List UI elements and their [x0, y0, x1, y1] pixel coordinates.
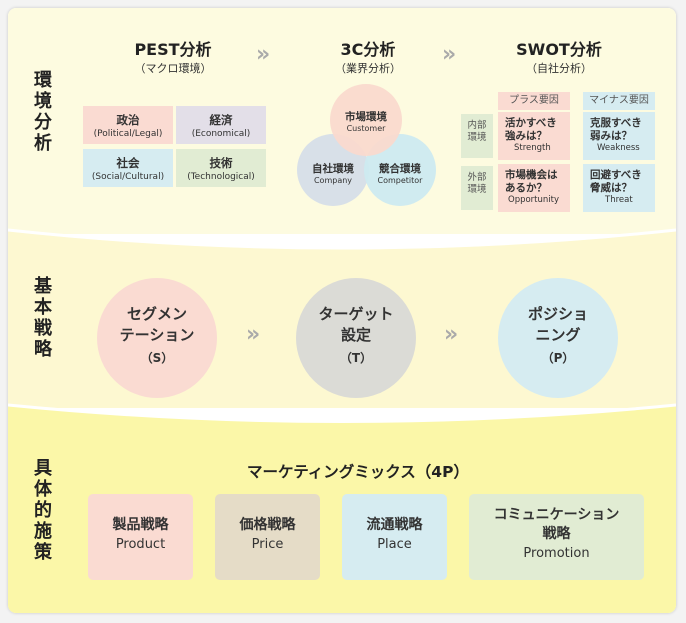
swot-cell-label: 市場機会は あるか？ — [505, 169, 558, 194]
swot-title: SWOT分析 — [516, 40, 602, 59]
side-char: 基 — [34, 276, 52, 297]
pest-cell-social: 社会 (Social/Cultural) — [83, 149, 173, 187]
swot-cell-strength: 活かすべき 強みは？ Strength — [498, 112, 570, 160]
circle-abbr: （T） — [339, 351, 373, 365]
swot-cell-english: Threat — [605, 195, 633, 205]
side-label-basic-strategy: 基 本 戦 略 — [32, 276, 54, 360]
diagram-frame: 環 境 分 析 基 本 戦 略 具 体 的 施 策 PEST分析 （マクロ環境）… — [8, 8, 676, 613]
side-char: 本 — [34, 297, 52, 318]
swot-cell-english: Weakness — [597, 143, 640, 153]
pest-cell-label: 経済 — [209, 113, 233, 127]
mix-label: 価格戦略 — [239, 517, 296, 533]
side-char: 的 — [34, 500, 52, 521]
swot-cell-label: 克服すべき 弱みは？ — [590, 117, 642, 142]
swot-cell-opportunity: 市場機会は あるか？ Opportunity — [498, 164, 570, 212]
circle-text-line: 設定 — [340, 326, 371, 344]
mix-english: Product — [115, 537, 166, 552]
side-char: 戦 — [34, 318, 52, 339]
side-char: 施 — [34, 521, 52, 542]
side-char: 環 — [34, 70, 52, 91]
side-char: 策 — [34, 542, 52, 563]
swot-cell-label: 活かすべき 強みは？ — [505, 117, 557, 142]
circle-text-line: ターゲット — [318, 305, 394, 323]
pest-cell-label: 社会 — [116, 156, 140, 170]
marketing-mix-title: マーケティングミックス（4P） — [247, 463, 469, 481]
circle-text-line: ニング — [535, 326, 581, 344]
mix-promotion: コミュニケーション 戦略 Promotion — [469, 494, 644, 580]
swot-head-plus: プラス要因 — [498, 92, 570, 110]
swot-row-external: 外部 環境 — [461, 166, 493, 210]
mix-price: 価格戦略 Price — [215, 494, 320, 580]
side-char: 境 — [34, 91, 52, 112]
circle-text-line: テーション — [119, 326, 195, 344]
3c-circle-label: 市場環境 — [345, 111, 387, 123]
mix-label: 流通戦略 — [366, 517, 423, 533]
swot-cell-english: Opportunity — [508, 195, 560, 205]
side-char: 析 — [34, 133, 52, 154]
arrow-3c-to-swot: » — [442, 42, 457, 67]
pest-cell-label: 技術 — [209, 156, 233, 170]
circle-positioning: ポジショ ニング （P） — [498, 278, 618, 398]
side-char: 分 — [34, 112, 52, 133]
band-divider-2 — [8, 403, 676, 423]
circle-targeting: ターゲット 設定 （T） — [296, 278, 416, 398]
pest-cell-english: (Social/Cultural) — [91, 172, 165, 182]
side-char: 略 — [34, 339, 52, 360]
pest-cell-political: 政治 (Political/Legal) — [83, 106, 173, 144]
side-char: 具 — [34, 458, 52, 479]
mix-label: コミュニケーション 戦略 — [493, 507, 620, 542]
arrow-t-to-p: » — [444, 322, 459, 347]
band-divider-1 — [8, 228, 676, 250]
3c-subtitle: （業界分析） — [335, 62, 401, 75]
swot-head-minus: マイナス要因 — [583, 92, 655, 110]
pest-title: PEST分析 — [134, 40, 212, 59]
arrow-pest-to-3c: » — [256, 42, 271, 67]
mix-english: Price — [251, 537, 284, 552]
3c-circle-customer: 市場環境 Customer — [330, 84, 402, 156]
swot-row-internal: 内部 環境 — [461, 114, 493, 158]
circle-abbr: （S） — [140, 351, 174, 365]
side-char: 体 — [34, 479, 52, 500]
circle-abbr: （P） — [541, 351, 575, 365]
side-label-environment-analysis: 環 境 分 析 — [32, 70, 54, 154]
swot-cell-weakness: 克服すべき 弱みは？ Weakness — [583, 112, 655, 160]
3c-title: 3C分析 — [340, 40, 396, 59]
3c-circle-english: Customer — [346, 124, 386, 133]
3c-circle-label: 自社環境 — [312, 163, 354, 175]
mix-place: 流通戦略 Place — [342, 494, 447, 580]
pest-subtitle: （マクロ環境） — [134, 62, 212, 75]
3c-circle-english: Company — [313, 176, 353, 185]
pest-cell-english: (Economical) — [191, 129, 251, 139]
mix-label: 製品戦略 — [112, 517, 169, 533]
swot-cell-threat: 回避すべき 脅威は？ Threat — [583, 164, 655, 212]
pest-cell-label: 政治 — [116, 113, 140, 127]
circle-segmentation: セグメン テーション （S） — [97, 278, 217, 398]
mix-product: 製品戦略 Product — [88, 494, 193, 580]
pest-cell-technological: 技術 (Technological) — [176, 149, 266, 187]
pest-cell-english: (Political/Legal) — [93, 129, 163, 139]
swot-cell-english: Strength — [514, 143, 551, 153]
arrow-s-to-t: » — [246, 322, 261, 347]
side-label-concrete-measures: 具 体 的 施 策 — [32, 458, 54, 563]
mix-english: Place — [377, 537, 412, 552]
3c-circle-label: 競合環境 — [379, 163, 421, 175]
swot-cell-label: 回避すべき 脅威は？ — [590, 169, 642, 194]
circle-text-line: セグメン — [126, 305, 187, 323]
mix-english: Promotion — [523, 546, 590, 561]
3c-circle-english: Competitor — [377, 176, 423, 185]
circle-text-line: ポジショ — [527, 305, 588, 323]
swot-subtitle: （自社分析） — [526, 62, 592, 75]
pest-cell-english: (Technological) — [187, 172, 255, 182]
pest-cell-economical: 経済 (Economical) — [176, 106, 266, 144]
3c-circle-company: 自社環境 Company — [297, 134, 369, 206]
